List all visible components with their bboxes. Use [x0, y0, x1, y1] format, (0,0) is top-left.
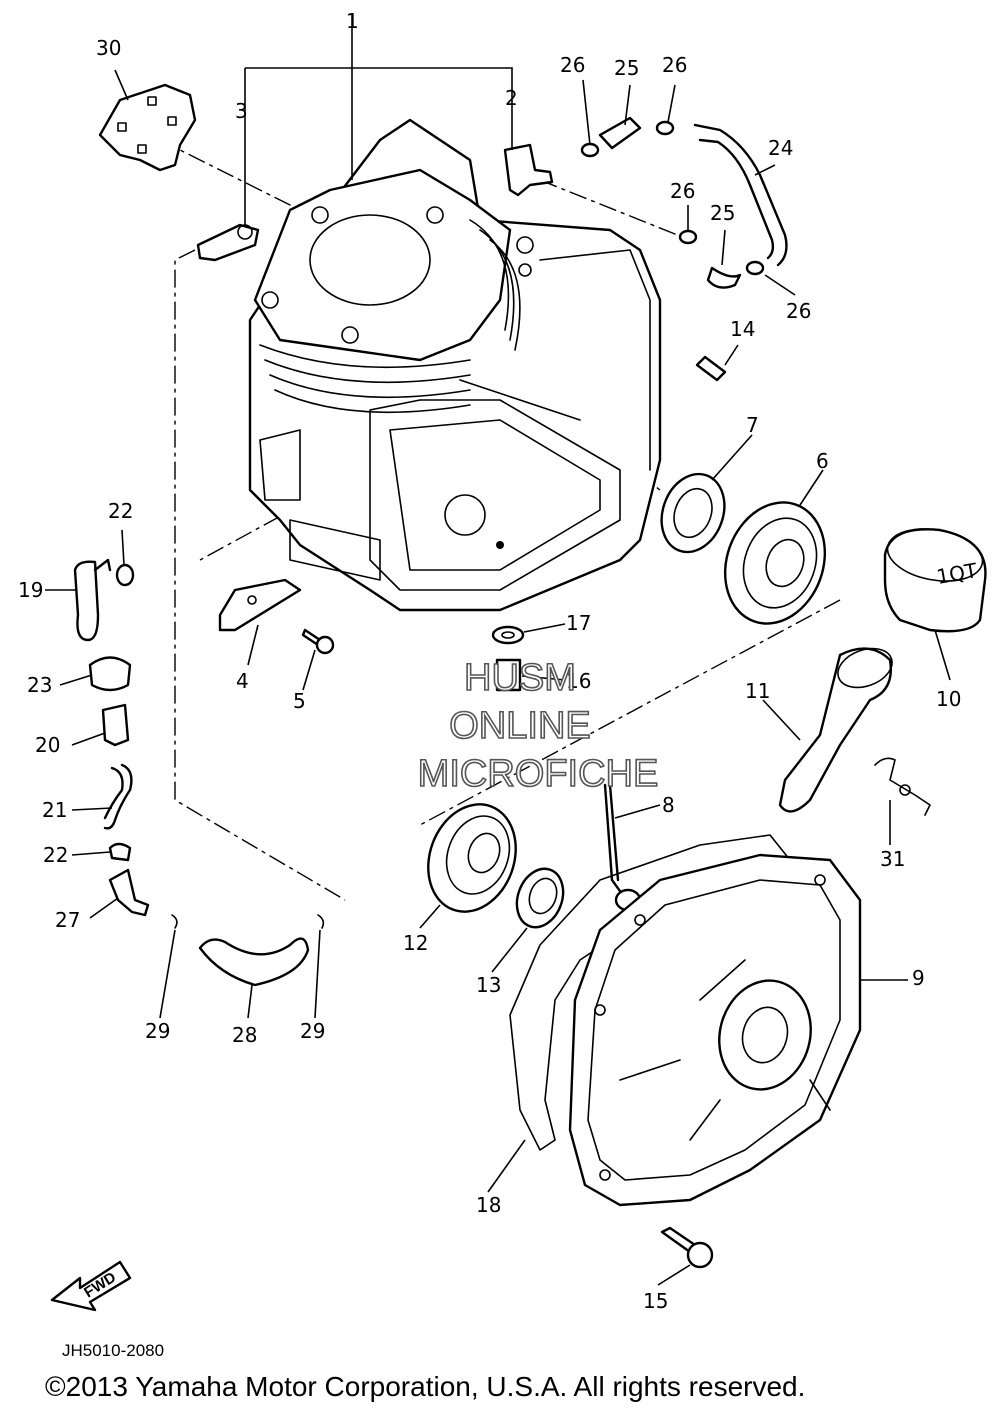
part-5-bolt — [301, 628, 335, 655]
callout-6: 6 — [816, 449, 829, 473]
part-22-clamp-upper — [115, 563, 135, 587]
watermark-line-3: MICROFICHE — [418, 753, 659, 795]
part-14-dowel-pin — [695, 355, 727, 382]
fwd-arrow-icon: FWD — [50, 1260, 132, 1312]
callout-22-lower: 22 — [43, 843, 68, 867]
callout-20: 20 — [35, 733, 60, 757]
callout-13: 13 — [476, 973, 501, 997]
callout-numbers: 1 2 3 4 5 6 7 8 9 10 11 12 13 14 15 16 1… — [18, 9, 961, 1313]
crankcase-cylinder — [248, 118, 662, 612]
callout-26-d: 26 — [786, 299, 811, 323]
part-16-drain-plug — [495, 658, 522, 692]
part-11-filler-neck — [778, 647, 893, 813]
callout-23: 23 — [27, 673, 52, 697]
callout-25-lower: 25 — [710, 201, 735, 225]
callout-3: 3 — [235, 99, 248, 123]
callout-30: 30 — [96, 36, 121, 60]
callout-17: 17 — [566, 611, 591, 635]
part-28-hose — [198, 937, 310, 987]
part-9-crankcase-cover — [568, 853, 862, 1207]
callout-24: 24 — [768, 136, 793, 160]
part-3-breather-fitting — [196, 223, 260, 262]
part-17-washer — [491, 625, 525, 645]
callout-10: 10 — [936, 687, 961, 711]
callout-29-right: 29 — [300, 1019, 325, 1043]
part-25-hose-upper — [598, 116, 642, 150]
callout-28: 28 — [232, 1023, 257, 1047]
callout-27: 27 — [55, 908, 80, 932]
diagram-code: JH5010-2080 — [62, 1341, 164, 1360]
part-6-bearing — [723, 501, 827, 625]
part-26-clamps — [580, 120, 765, 276]
part-4-retainer-plate — [218, 578, 302, 632]
part-7-oil-seal — [660, 472, 726, 554]
callout-16: 16 — [566, 669, 591, 693]
callout-4: 4 — [236, 669, 249, 693]
callout-26-b: 26 — [662, 53, 687, 77]
watermark: HUSM ONLINE MICROFICHE — [417, 656, 659, 796]
callout-14: 14 — [730, 317, 755, 341]
part-2-elbow-fitting — [503, 143, 554, 197]
part-22-clamp-lower — [108, 842, 132, 862]
callout-5: 5 — [293, 689, 306, 713]
copyright-notice: ©2013 Yamaha Motor Corporation, U.S.A. A… — [45, 1371, 805, 1402]
callout-19: 19 — [18, 578, 43, 602]
part-10-oil-cap: 1QT — [883, 528, 987, 633]
part-12-bearing — [427, 803, 517, 913]
leader-lines — [45, 15, 951, 1286]
part-31-clip — [874, 757, 931, 816]
callout-25-upper: 25 — [614, 56, 639, 80]
callout-26-c: 26 — [670, 179, 695, 203]
part-24-pipe — [693, 123, 788, 267]
callout-26-a: 26 — [560, 53, 585, 77]
part-21-hose — [103, 763, 133, 830]
callout-22-upper: 22 — [108, 499, 133, 523]
part-23-clamp — [88, 656, 132, 692]
watermark-line-2: ONLINE — [449, 705, 590, 747]
part-15-flange-bolt — [660, 1226, 714, 1269]
watermark-line-1: HUSM — [464, 657, 576, 699]
part-30-cover-plate — [98, 83, 197, 172]
callout-12: 12 — [403, 931, 428, 955]
part-13-oil-seal — [515, 867, 565, 929]
part-20-fitting — [101, 703, 130, 747]
callout-2: 2 — [505, 86, 518, 110]
callout-18: 18 — [476, 1193, 501, 1217]
callout-9: 9 — [912, 966, 925, 990]
part-19-breather-hose — [73, 558, 112, 642]
callout-29-left: 29 — [145, 1019, 170, 1043]
callout-1: 1 — [346, 9, 359, 33]
callout-8: 8 — [662, 793, 675, 817]
callout-11: 11 — [745, 679, 770, 703]
part-29-clips — [171, 914, 325, 929]
part-25-hose-lower — [706, 266, 742, 289]
callout-7: 7 — [746, 413, 759, 437]
part-27-fitting — [108, 868, 150, 917]
callout-15: 15 — [643, 1289, 668, 1313]
callout-21: 21 — [42, 798, 67, 822]
callout-31: 31 — [880, 847, 905, 871]
